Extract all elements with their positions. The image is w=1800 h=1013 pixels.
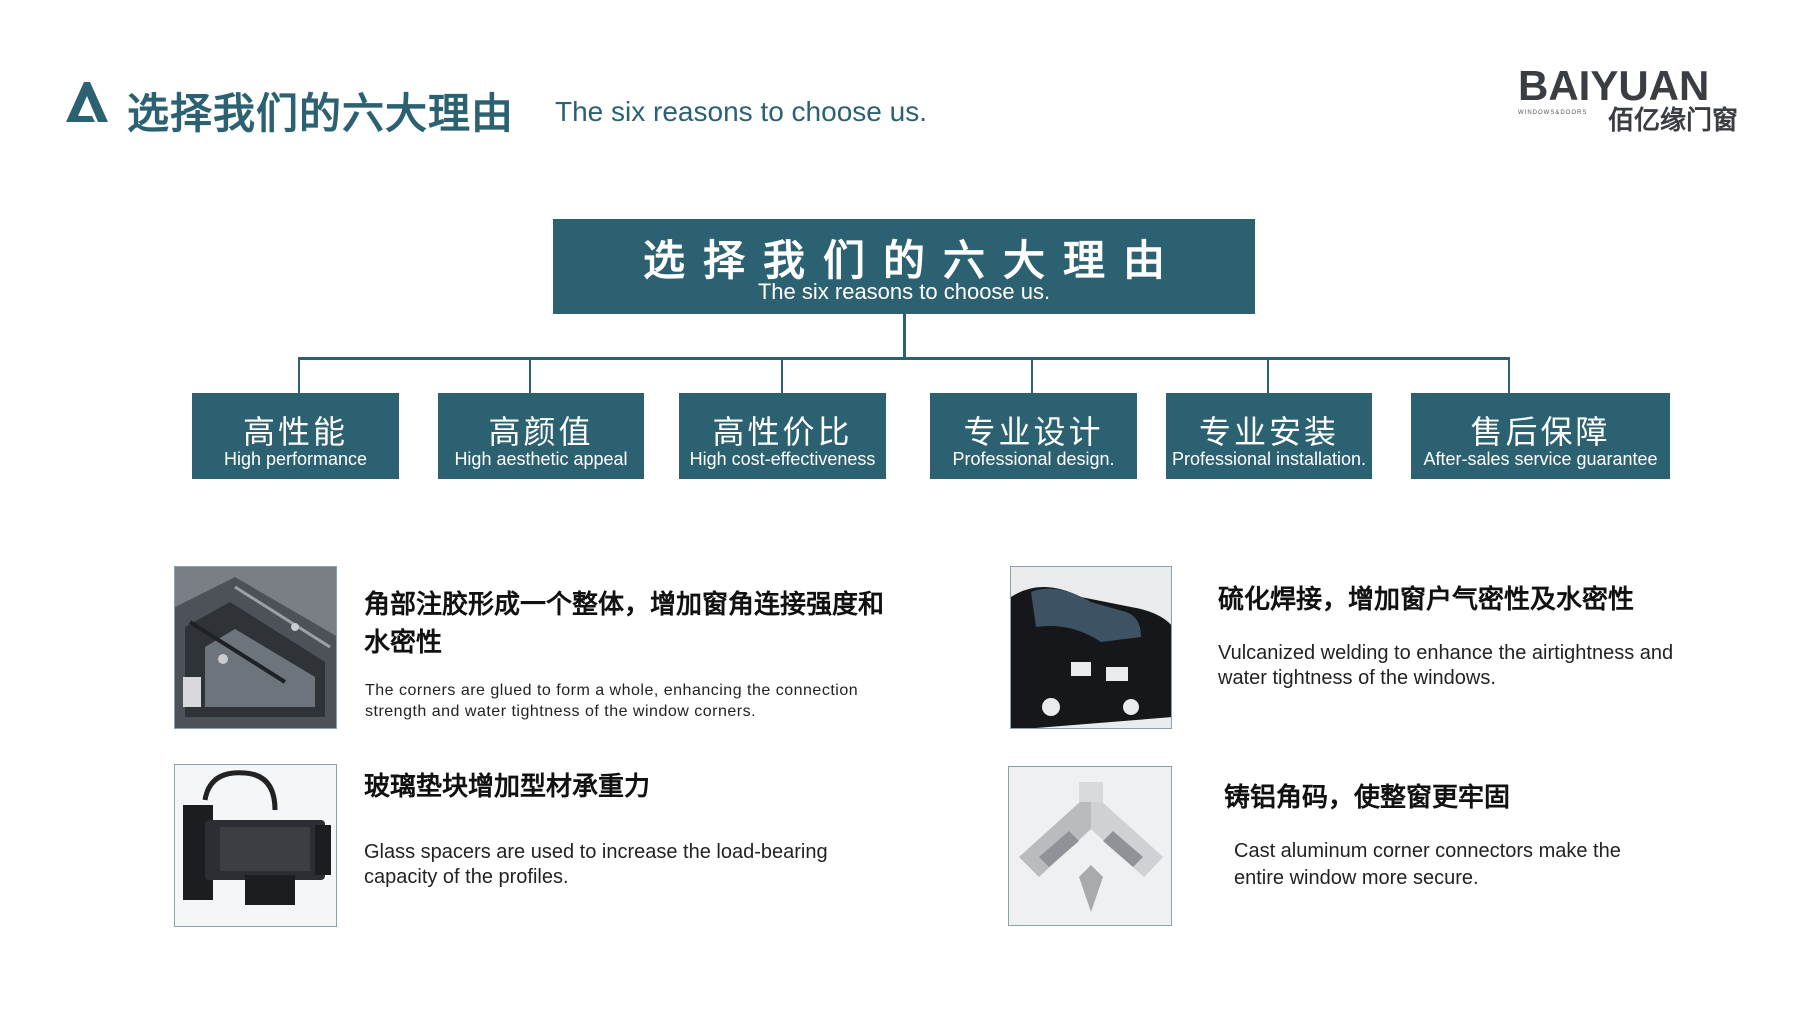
connector-drop-2: [529, 357, 531, 393]
reason-title-en: High performance: [223, 449, 368, 469]
logo-mark-icon: [66, 82, 108, 122]
reason-title-cn: 专业安装: [1198, 413, 1339, 451]
brand-logo: BAIYUAN WINDOWS&DOORS 佰亿缘门窗: [1518, 62, 1738, 142]
feature-title-corner-glue: 角部注胶形成一个整体，增加窗角连接强度和水密性: [364, 590, 885, 658]
glass-spacer-image: [175, 765, 336, 926]
feature-desc-vulcanized: Vulcanized welding to enhance the airtig…: [1218, 642, 1674, 689]
hub-title: 选择我们的六大理由: [642, 236, 1183, 285]
reason-title-en: Professional installation.: [1171, 449, 1367, 469]
reason-title-cn: 高性价比: [712, 413, 853, 451]
feature-desc-corner-glue: The corners are glued to form a whole, e…: [365, 682, 859, 720]
connector-drop-1: [298, 357, 300, 393]
reason-high-aesthetic: 高颜值 High aesthetic appeal: [438, 393, 644, 479]
reason-high-performance: 高性能 High performance: [192, 393, 399, 479]
reason-title-cn: 高颜值: [488, 413, 594, 451]
connector-drop-5: [1267, 357, 1269, 393]
connector-drop-4: [1031, 357, 1033, 393]
reason-title-en: After-sales service guarantee: [1423, 449, 1658, 469]
connector-horizontal: [298, 357, 1510, 360]
feature-title-glass-spacer: 玻璃垫块增加型材承重力: [364, 772, 651, 802]
brand-tagline: WINDOWS&DOORS: [1518, 110, 1588, 116]
feature-title-vulcanized: 硫化焊接，增加窗户气密性及水密性: [1218, 585, 1635, 615]
connector-drop-6: [1508, 357, 1510, 393]
corner-connector-image: [1009, 767, 1171, 925]
reason-title-en: Professional design.: [952, 449, 1115, 469]
brand-name-cn: 佰亿缘门窗: [1608, 106, 1739, 136]
hub-box: 选择我们的六大理由 The six reasons to choose us.: [553, 219, 1255, 314]
reason-title-cn: 专业设计: [963, 413, 1104, 451]
feature-title-corner-connector: 铸铝角码，使整窗更牢固: [1224, 783, 1511, 813]
reason-professional-design: 专业设计 Professional design.: [930, 393, 1137, 479]
reason-cost-effectiveness: 高性价比 High cost-effectiveness: [679, 393, 886, 479]
reason-title-cn: 售后保障: [1470, 413, 1611, 451]
connector-vertical-main: [903, 314, 906, 358]
glass-spacer-photo: [174, 764, 337, 927]
reason-title-en: High cost-effectiveness: [689, 449, 876, 469]
brand-name: BAIYUAN: [1518, 62, 1710, 109]
hub-subtitle: The six reasons to choose us.: [757, 279, 1051, 304]
feature-desc-glass-spacer: Glass spacers are used to increase the l…: [364, 841, 828, 888]
reason-after-sales: 售后保障 After-sales service guarantee: [1411, 393, 1670, 479]
connector-drop-3: [781, 357, 783, 393]
rubber-gasket-image: [1011, 567, 1171, 728]
corner-glue-photo: [174, 566, 337, 729]
reason-title-en: High aesthetic appeal: [454, 449, 628, 469]
page-title: 选择我们的六大理由: [127, 89, 515, 138]
reason-title-cn: 高性能: [242, 413, 348, 451]
reason-professional-installation: 专业安装 Professional installation.: [1166, 393, 1372, 479]
vulcanized-gasket-photo: [1010, 566, 1172, 729]
corner-connector-photo: [1008, 766, 1172, 926]
page-subtitle: The six reasons to choose us.: [555, 96, 927, 127]
aluminum-profile-image: [175, 567, 336, 728]
feature-desc-corner-connector: Cast aluminum corner connectors make the…: [1234, 840, 1621, 889]
